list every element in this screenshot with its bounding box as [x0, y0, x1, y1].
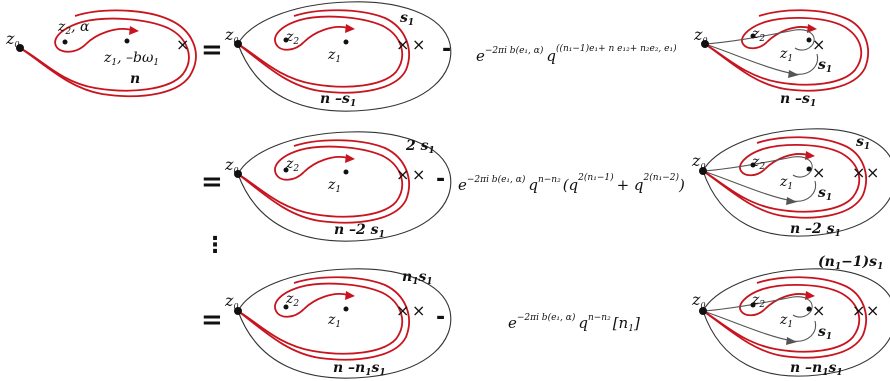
cross-mark: × [176, 35, 189, 54]
svg-text:e−2πi b(e₁, α)qn−n₂[n1]: e−2πi b(e₁, α)qn−n₂[n1] [508, 312, 640, 334]
vertical-ellipsis: ⋮ [204, 233, 226, 258]
s1-label-r1: s1 [818, 57, 832, 75]
cross-mark-r2a: × [812, 163, 825, 182]
cross-mark-r2b: × [852, 163, 865, 182]
right-bottom-label-row3: n –n1s1 [790, 360, 843, 378]
cross-mark-r3c: × [866, 301, 879, 320]
z1-label-r3: z1 [779, 312, 793, 330]
right-bottom-label-row2: n –2 s1 [790, 221, 841, 239]
z2-label-m1: z2 [285, 29, 299, 47]
z0-label: z0 [5, 29, 20, 49]
z0-label-r2: z0 [691, 151, 706, 171]
z1-label-r2: z1 [779, 174, 793, 192]
cross-mark-m2b: × [412, 165, 425, 184]
bottom-label-row1: n –s1 [320, 91, 356, 109]
z0-label-r1: z0 [693, 25, 708, 45]
z2-label-r2: z2 [751, 154, 765, 172]
minus-sign-row1: - [442, 37, 451, 62]
right-bottom-label-row1: n –s1 [780, 91, 816, 109]
coefficient-row3: e−2πi b(e₁, α)qn−n₂[n1] [508, 312, 640, 334]
z2-label-m3: z2 [285, 291, 299, 309]
cross-mark-m1a: × [396, 35, 409, 54]
svg-text:e−2πi b(e₁, α)q((n₁−1)e₁+ n e₁: e−2πi b(e₁, α)q((n₁−1)e₁+ n e₁₂+ n₂e₂, e… [476, 43, 677, 65]
s1-label-r2: s1 [818, 185, 832, 203]
n-label: n [130, 71, 140, 87]
z2-label-r1: z2 [751, 26, 765, 44]
right-outer-label-row3: (n1−1)s1 [818, 254, 883, 272]
z1-label-r1: z1 [779, 46, 793, 64]
z0-label-r3: z0 [691, 290, 706, 310]
z2-label-r3: z2 [751, 292, 765, 310]
cross-mark-r3b: × [852, 301, 865, 320]
z0-label-m2: z0 [224, 155, 239, 175]
cross-mark-m3a: × [396, 301, 409, 320]
cross-mark-m3b: × [412, 301, 425, 320]
svg-text:e−2πi b(e₁, α)qn−n₂(q2(n₁−1)+: e−2πi b(e₁, α)qn−n₂(q2(n₁−1)+ q2(n₁−2)) [458, 172, 685, 194]
right-diagram-row3 [699, 268, 890, 377]
bottom-label-row3: n –n1s1 [333, 360, 386, 378]
cross-mark-m2a: × [396, 165, 409, 184]
cross-mark-r2c: × [866, 163, 879, 182]
cross-mark-r3a: × [812, 301, 825, 320]
z2-label-m2: z2 [285, 156, 299, 174]
z2-alpha-label: z2, α [57, 19, 90, 37]
right-outer-label-row2: s1 [856, 134, 870, 152]
minus-sign-row2: - [436, 167, 445, 192]
left-diagram-row1 [16, 9, 197, 98]
equals-sign-row1: = [201, 35, 223, 65]
outer-label-row1: s1 [400, 10, 414, 28]
right-diagram-row1 [701, 9, 869, 92]
right-diagram-row2 [699, 128, 890, 237]
middle-diagram-row3 [234, 268, 452, 379]
equals-sign-row3: = [201, 305, 223, 335]
z1-label-m3: z1 [327, 312, 341, 330]
middle-diagram-row2 [234, 131, 452, 242]
cross-mark-m1b: × [412, 35, 425, 54]
z1-label-m2: z1 [327, 177, 341, 195]
z1-label-m1: z1 [327, 47, 341, 65]
outer-label-row3: n1s1 [402, 269, 433, 287]
equals-sign-row2: = [201, 167, 223, 197]
coefficient-row2: e−2πi b(e₁, α)qn−n₂(q2(n₁−1)+ q2(n₁−2)) [458, 172, 685, 194]
cross-mark-r1: × [812, 35, 825, 54]
s1-label-r3: s1 [818, 324, 832, 342]
coefficient-row1: e−2πi b(e₁, α)q((n₁−1)e₁+ n e₁₂+ n₂e₂, e… [476, 43, 677, 65]
minus-sign-row3: - [436, 305, 445, 330]
z0-label-m3: z0 [224, 291, 239, 311]
outer-label-row2: 2 s1 [405, 138, 435, 156]
z1-bomega-label: z1, –bω1 [103, 50, 159, 68]
z0-label-m1: z0 [224, 25, 239, 45]
middle-diagram-row1 [234, 1, 452, 112]
bottom-label-row2: n –2 s1 [334, 222, 385, 240]
